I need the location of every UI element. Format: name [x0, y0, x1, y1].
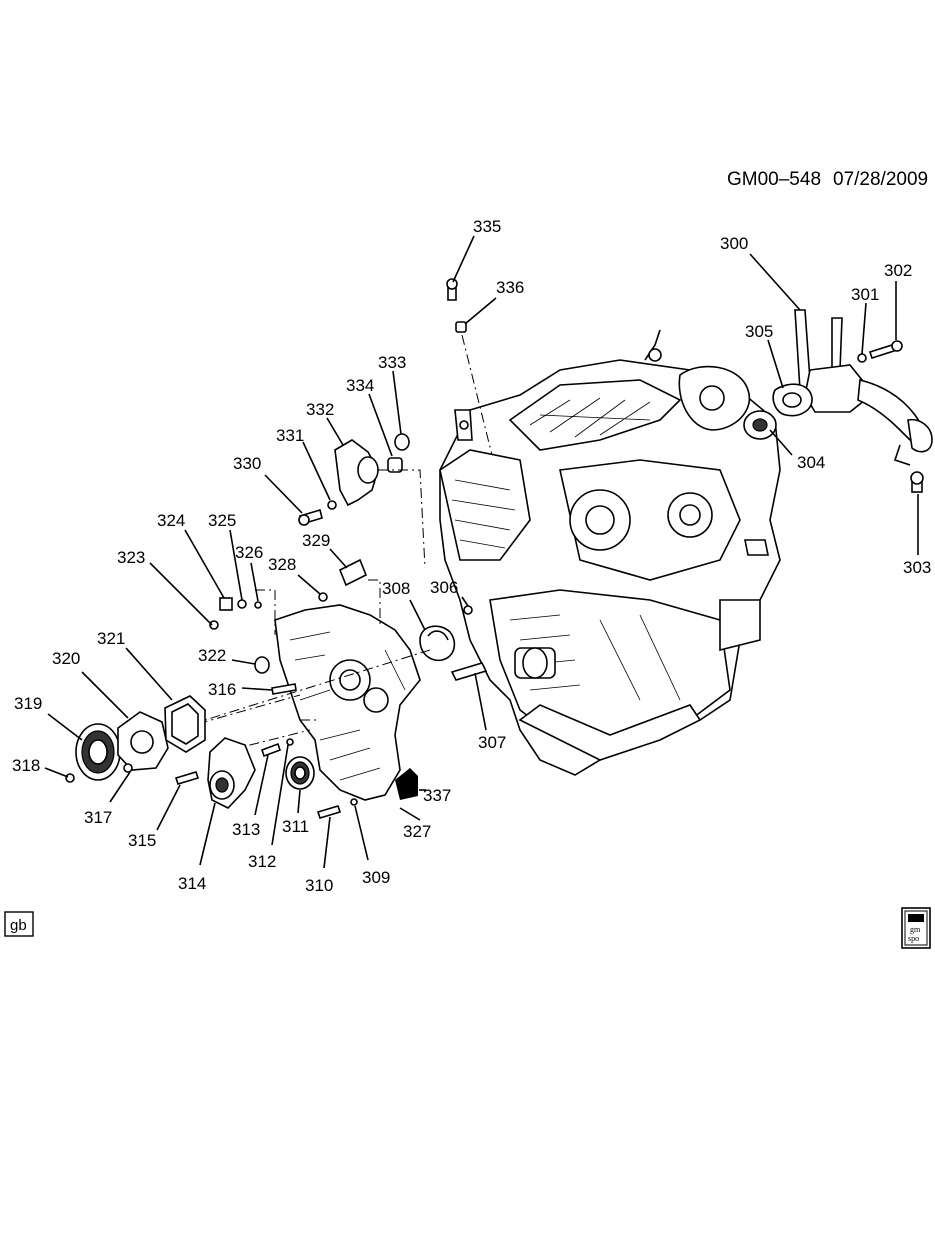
logo-text-top: gm — [910, 925, 921, 934]
callout-322: 322 — [198, 646, 226, 665]
front-cover-group — [114, 558, 488, 819]
callout-333: 333 — [378, 353, 406, 372]
logo-text-bottom: spo — [908, 934, 919, 943]
callout-303: 303 — [903, 558, 931, 577]
callout-324: 324 — [157, 511, 185, 530]
callout-314: 314 — [178, 874, 206, 893]
callout-312: 312 — [248, 852, 276, 871]
callout-304: 304 — [797, 453, 825, 472]
callout-labels: 300 301 302 303 304 305 306 307 308 309 … — [12, 217, 931, 895]
callout-330: 330 — [233, 454, 261, 473]
top-fasteners — [446, 278, 493, 456]
gb-badge: gb — [4, 911, 34, 937]
callout-300: 300 — [720, 234, 748, 253]
water-pump-group — [65, 695, 256, 809]
callout-315: 315 — [128, 831, 156, 850]
coolant-pipe-assembly — [743, 309, 933, 493]
callout-329: 329 — [302, 531, 330, 550]
callout-334: 334 — [346, 376, 374, 395]
callout-310: 310 — [305, 876, 333, 895]
callout-337: 337 — [423, 786, 451, 805]
callout-327: 327 — [403, 822, 431, 841]
callout-321: 321 — [97, 629, 125, 648]
callout-326: 326 — [235, 543, 263, 562]
diagram-code: GM00–548 — [727, 169, 821, 190]
callout-323: 323 — [117, 548, 145, 567]
gb-badge-text: gb — [10, 917, 27, 934]
callout-313: 313 — [232, 820, 260, 839]
diagram-date: 07/28/2009 — [833, 169, 928, 190]
callout-332: 332 — [306, 400, 334, 419]
callout-325: 325 — [208, 511, 236, 530]
callout-316: 316 — [208, 680, 236, 699]
callout-309: 309 — [362, 868, 390, 887]
engine-block-illustration — [439, 329, 781, 776]
callout-307: 307 — [478, 733, 506, 752]
callout-302: 302 — [884, 261, 912, 280]
callout-320: 320 — [52, 649, 80, 668]
water-outlet-group — [298, 433, 426, 569]
callout-305: 305 — [745, 322, 773, 341]
leader-lines — [44, 235, 919, 869]
callout-331: 331 — [276, 426, 304, 445]
callout-301: 301 — [851, 285, 879, 304]
gm-spo-logo: gm spo — [901, 907, 931, 949]
callout-319: 319 — [14, 694, 42, 713]
callout-335: 335 — [473, 217, 501, 236]
callout-311: 311 — [282, 817, 309, 836]
callout-318: 318 — [12, 756, 40, 775]
callout-328: 328 — [268, 555, 296, 574]
callout-306: 306 — [430, 578, 458, 597]
callout-308: 308 — [382, 579, 410, 598]
callout-336: 336 — [496, 278, 524, 297]
callout-317: 317 — [84, 808, 112, 827]
